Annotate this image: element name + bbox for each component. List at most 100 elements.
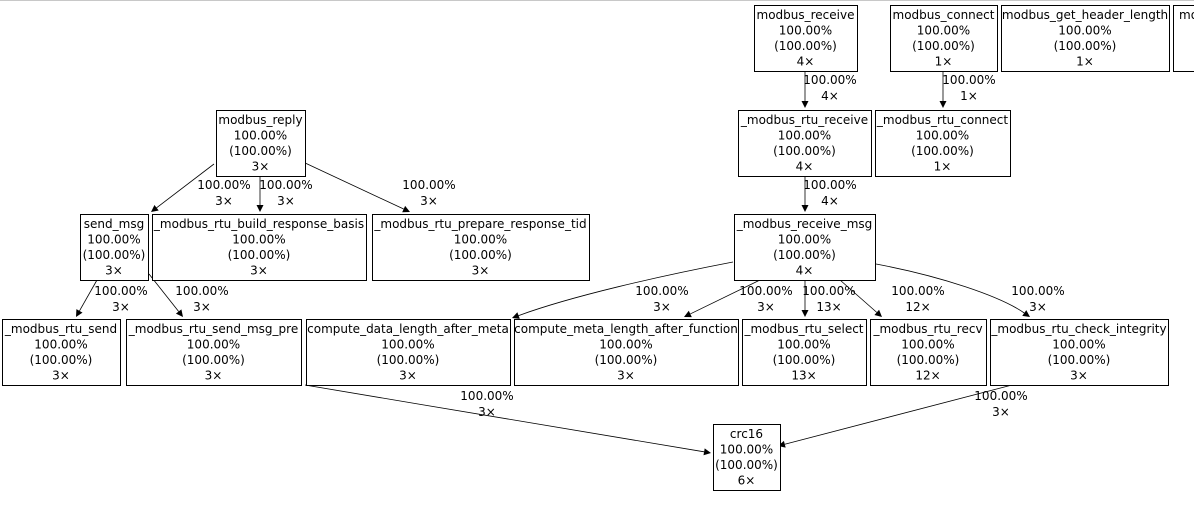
node-box <box>152 214 367 281</box>
total-percent: 100.00% <box>1058 24 1111 38</box>
node-box <box>890 5 998 72</box>
self-percent: (100.00%) <box>897 353 960 367</box>
arrowhead <box>939 101 947 108</box>
total-percent: 100.00% <box>599 338 652 352</box>
function-node-modbus-get-header-length[interactable]: modbus_get_header_length100.00%(100.00%)… <box>1001 5 1170 72</box>
edge-line <box>690 279 761 315</box>
edge-label: 100.00%3× <box>1011 284 1064 314</box>
total-percent: 100.00% <box>779 24 832 38</box>
call-count: 3× <box>252 160 270 174</box>
edge-call-count: 12× <box>905 300 930 314</box>
self-percent: (100.00%) <box>774 39 837 53</box>
call-edge-modbus-receive-msg-to-modbus-rtu-recv: 100.00% 12× <box>839 279 945 317</box>
call-edge-modbus-receive-msg-to-modbus-rtu-check-integrity: 100.00% 3× <box>875 263 1065 317</box>
edge-call-count: 3× <box>112 300 130 314</box>
call-edge-modbus-rtu-receive-to-modbus-receive-msg: 100.00%4× <box>801 176 857 212</box>
function-node-compute-data-length-after-meta[interactable]: compute_data_length_after_meta100.00%(10… <box>306 319 511 386</box>
arrowhead <box>801 205 809 212</box>
function-name: _modbus_rtu_receive <box>740 113 868 127</box>
total-percent: 100.00% <box>777 338 830 352</box>
arrowhead <box>151 204 159 212</box>
node-box <box>2 319 121 386</box>
function-name: _modbus_rtu_recv <box>872 322 982 336</box>
call-count: 6× <box>738 474 756 488</box>
arrowhead <box>402 205 410 213</box>
call-edge-modbus-reply-to-send-msg: 100.00%3× <box>151 163 251 212</box>
edge-percent: 100.00% <box>974 389 1027 403</box>
function-node-mo[interactable]: mo <box>1173 5 1194 72</box>
edge-call-count: 3× <box>653 300 671 314</box>
total-percent: 100.00% <box>454 233 507 247</box>
call-edge-modbus-receive-msg-to-modbus-rtu-select: 100.00%13× <box>801 280 856 317</box>
node-box <box>875 110 1011 177</box>
total-percent: 100.00% <box>1052 338 1105 352</box>
edge-line <box>79 279 98 312</box>
total-percent: 100.00% <box>381 338 434 352</box>
edge-line <box>302 161 404 210</box>
self-percent: (100.00%) <box>911 144 974 158</box>
call-count: 3× <box>52 369 70 383</box>
edge-line <box>839 279 878 313</box>
call-count: 3× <box>105 264 123 278</box>
edge-percent: 100.00% <box>942 73 995 87</box>
total-percent: 100.00% <box>778 129 831 143</box>
edge-label: 100.00%3× <box>175 284 228 314</box>
arrowhead <box>801 310 809 317</box>
function-node-modbus-rtu-check-integrity[interactable]: _modbus_rtu_check_integrity100.00%(100.0… <box>990 319 1169 386</box>
edge-call-count: 3× <box>1029 300 1047 314</box>
call-edge-send-msg-to-modbus-rtu-send-msg-pre: 100.00%3× <box>148 273 229 317</box>
edge-label: 100.00%4× <box>803 178 856 208</box>
edge-call-count: 3× <box>420 194 438 208</box>
arrowhead <box>512 312 520 319</box>
total-percent: 100.00% <box>87 233 140 247</box>
edge-label: 100.00% 3× <box>460 389 513 419</box>
function-name: send_msg <box>84 217 144 231</box>
edge-percent: 100.00% <box>197 178 250 192</box>
function-node-modbus-rtu-send-msg-pre[interactable]: _modbus_rtu_send_msg_pre100.00%(100.00%)… <box>126 319 302 386</box>
call-count: 1× <box>935 55 953 69</box>
function-name: crc16 <box>730 427 763 441</box>
call-count: 3× <box>399 369 417 383</box>
function-node-modbus-rtu-build-response-basis[interactable]: _modbus_rtu_build_response_basis100.00%(… <box>152 214 367 281</box>
node-box <box>1001 5 1170 72</box>
function-name: _modbus_rtu_send_msg_pre <box>128 322 298 336</box>
edge-label: 100.00%3× <box>197 178 250 208</box>
edge-percent: 100.00% <box>94 284 147 298</box>
call-count: 3× <box>1070 369 1088 383</box>
edge-percent: 100.00% <box>635 284 688 298</box>
node-box <box>126 319 302 386</box>
function-name: mo <box>1179 8 1194 22</box>
edge-label: 100.00% 3× <box>635 284 688 314</box>
self-percent: (100.00%) <box>595 353 658 367</box>
self-percent: (100.00%) <box>912 39 975 53</box>
self-percent: (100.00%) <box>773 353 836 367</box>
function-node-modbus-rtu-prepare-response-tid[interactable]: _modbus_rtu_prepare_response_tid100.00%(… <box>372 214 590 281</box>
edge-percent: 100.00% <box>402 178 455 192</box>
edge-percent: 100.00% <box>891 284 944 298</box>
edge-percent: 100.00% <box>739 284 792 298</box>
self-percent: (100.00%) <box>228 248 291 262</box>
arrowhead <box>703 448 711 456</box>
node-box <box>990 319 1169 386</box>
function-node-compute-meta-length-after-function[interactable]: compute_meta_length_after_function100.00… <box>514 319 739 386</box>
arrowhead <box>801 101 809 108</box>
edge-line <box>156 163 215 209</box>
edge-call-count: 4× <box>821 89 839 103</box>
self-percent: (100.00%) <box>377 353 440 367</box>
edge-percent: 100.00% <box>460 389 513 403</box>
edge-call-count: 1× <box>960 89 978 103</box>
call-count: 1× <box>934 160 952 174</box>
edge-call-count: 3× <box>478 405 496 419</box>
